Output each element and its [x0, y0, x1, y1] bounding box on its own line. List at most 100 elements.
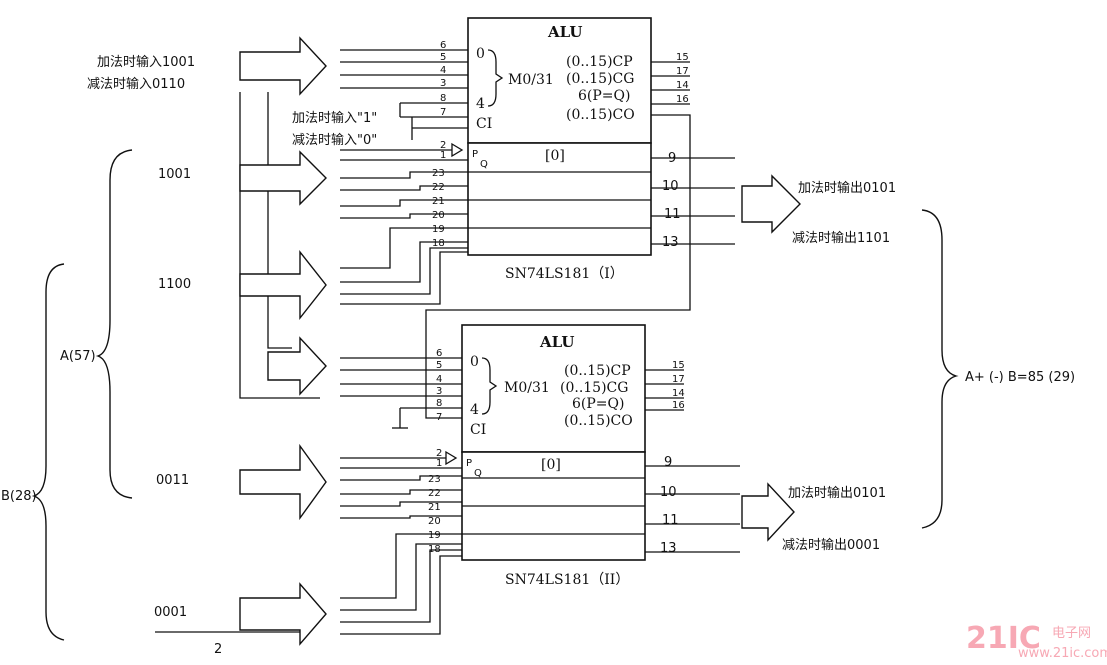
- pin-num: 22: [428, 488, 441, 499]
- pin-num: 17: [676, 66, 689, 77]
- pin-num: 14: [676, 80, 689, 91]
- alu-ci-2: CI: [470, 422, 486, 438]
- mode-bus-arrow-1: [239, 36, 327, 96]
- brace-a: [95, 149, 133, 499]
- alu-p-2: P: [466, 458, 472, 469]
- ci-sub-label: 减法时输入"0": [292, 132, 377, 148]
- pin-num: 20: [428, 516, 441, 527]
- brace-b: [31, 263, 65, 641]
- pin-num: 4: [436, 374, 442, 385]
- output-2-sub-label: 减法时输出0001: [782, 537, 880, 553]
- bus-arrows: [239, 36, 801, 646]
- pin-numbers: 6 5 4 3 8 7 15 17 14 16 2 1 23 22 21 20 …: [428, 40, 689, 556]
- alu-q-2: Q: [474, 468, 482, 479]
- input-a2-arrow: [239, 443, 327, 521]
- alu-mode-2: M0/31: [504, 380, 550, 396]
- alu-q-1: Q: [480, 159, 488, 170]
- input-a1-label: 1001: [158, 167, 191, 182]
- alu-chip-1: ALU 0 4 M0/31 CI (0..15)CP (0..15)CG 6(P…: [467, 17, 652, 282]
- watermark-site-cn: 电子网: [1052, 626, 1091, 641]
- pin-num: 10: [660, 485, 677, 500]
- mode-sub-label: 减法时输入0110: [87, 76, 185, 92]
- pin-num: 7: [436, 412, 442, 423]
- pin-num: 23: [432, 168, 445, 179]
- alu-cp-2: (0..15)CP: [564, 363, 631, 379]
- pin-num: 11: [664, 207, 681, 222]
- output-2-add-label: 加法时输出0101: [788, 485, 886, 501]
- pin-num: 1: [440, 150, 446, 161]
- pin-num: 9: [668, 151, 676, 166]
- input-b2-label: 0001: [154, 605, 187, 620]
- ci-add-label: 加法时输入"1": [292, 110, 377, 126]
- pin-num: 6: [440, 40, 446, 51]
- pin-num: 3: [436, 386, 442, 397]
- pin-num: 19: [432, 224, 445, 235]
- pin-num: 17: [672, 374, 685, 385]
- alu-p-1: P: [472, 149, 478, 160]
- watermark-logo: 21IC: [966, 621, 1041, 656]
- mode-bus-arrow-2: [267, 336, 327, 396]
- mode-add-label: 加法时输入1001: [97, 54, 195, 70]
- alu-cg-2: (0..15)CG: [560, 380, 628, 396]
- input-b2-arrow: [239, 582, 327, 646]
- pin-num: 18: [432, 238, 445, 249]
- result-label: A+ (-) B=85 (29): [965, 370, 1075, 385]
- pin-num: 21: [432, 196, 445, 207]
- pin-num: 7: [440, 107, 446, 118]
- output-1-add-label: 加法时输出0101: [798, 180, 896, 196]
- brace-b-label: B(28): [1, 489, 37, 504]
- pin-num: 13: [662, 235, 679, 250]
- pin-num: 5: [440, 52, 446, 63]
- pin-num: 19: [428, 530, 441, 541]
- alu-co-1: (0..15)CO: [566, 107, 635, 123]
- watermark-url: www.21ic.com: [1018, 646, 1107, 661]
- pin-num: 22: [432, 182, 445, 193]
- pin-num: 4: [440, 65, 446, 76]
- wiring: [155, 49, 740, 635]
- alu-b-label-2: 4: [470, 402, 479, 418]
- brace-a-label: A(57): [60, 349, 96, 364]
- pin-num: 16: [672, 400, 685, 411]
- pin-num: 16: [676, 94, 689, 105]
- pin-num: 10: [662, 179, 679, 194]
- alu-cp-1: (0..15)CP: [566, 54, 633, 70]
- alu-a-label-1: 0: [476, 46, 485, 62]
- pin-num: 2: [440, 140, 446, 151]
- output-1-arrow: [741, 174, 801, 234]
- pin-num: 20: [432, 210, 445, 221]
- alu-b-label-1: 4: [476, 96, 485, 112]
- alu-mode-1: M0/31: [508, 72, 554, 88]
- alu-cg-1: (0..15)CG: [566, 71, 634, 87]
- alu-sum-header-1: [0]: [545, 148, 565, 164]
- pin-num: 21: [428, 502, 441, 513]
- output-2-arrow: [741, 482, 795, 542]
- alu-a-label-2: 0: [470, 354, 479, 370]
- pin-num: 2: [436, 448, 442, 459]
- pin-num: 13: [660, 541, 677, 556]
- alu-ci-1: CI: [476, 116, 492, 132]
- pin-num: 3: [440, 78, 446, 89]
- alu-data-block-1: [467, 142, 652, 256]
- alu-peq-2: 6(P=Q): [572, 396, 624, 412]
- labels: 加法时输入1001 减法时输入0110 加法时输入"1" 减法时输入"0" 10…: [1, 54, 1075, 657]
- bottom-two-label: 2: [214, 642, 222, 657]
- pin-num: 18: [428, 544, 441, 555]
- alu-name-1: SN74LS181（I）: [505, 266, 624, 282]
- input-a2-label: 0011: [156, 473, 189, 488]
- input-b1-label: 1100: [158, 277, 191, 292]
- pin-num: 6: [436, 348, 442, 359]
- pin-num: 5: [436, 360, 442, 371]
- pin-num: 15: [672, 360, 685, 371]
- pin-num: 8: [440, 93, 446, 104]
- output-1-sub-label: 减法时输出1101: [792, 230, 890, 246]
- alu-chip-2: ALU 0 4 M0/31 CI (0..15)CP (0..15)CG 6(P…: [461, 324, 646, 588]
- alu-title-2: ALU: [539, 333, 574, 351]
- pin-num: 15: [676, 52, 689, 63]
- alu-title-1: ALU: [547, 23, 582, 41]
- pin-num: 23: [428, 474, 441, 485]
- pin-num: 14: [672, 388, 685, 399]
- brace-result: [921, 209, 959, 529]
- watermark: 21IC 电子网 www.21ic.com: [966, 621, 1107, 661]
- pin-num: 1: [436, 458, 442, 469]
